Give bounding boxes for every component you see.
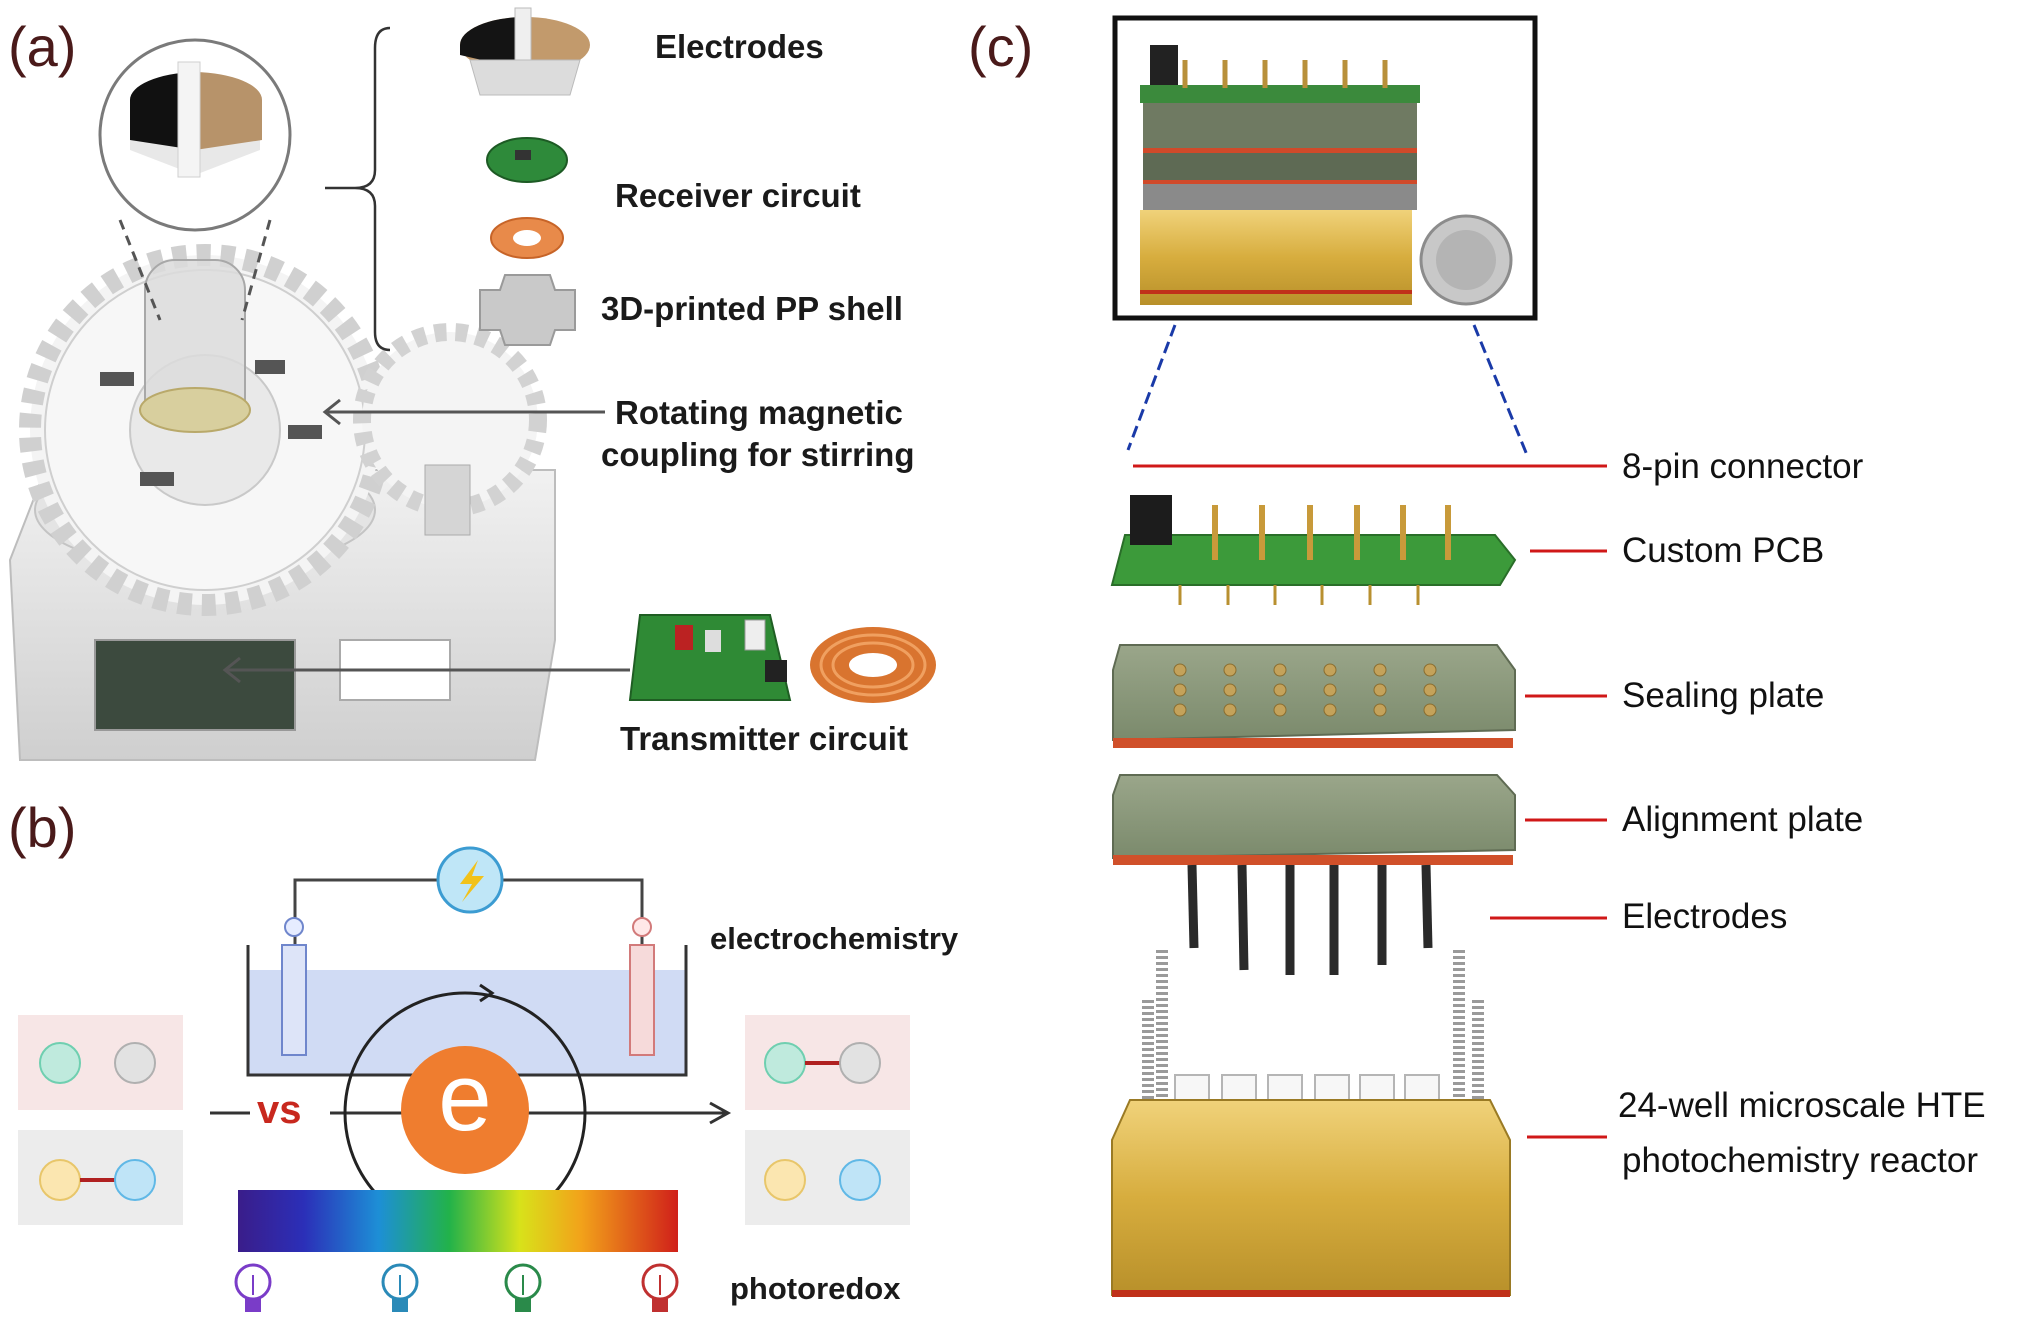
receiver-board [486, 137, 568, 183]
label-reactor-line1: 24-well microscale HTE [1618, 1086, 1986, 1125]
receiver-coil [490, 217, 564, 259]
label-coupling-line2: coupling for stirring [601, 436, 915, 473]
bulb-red-icon [641, 1263, 679, 1312]
electrode-rods [1187, 864, 1433, 975]
light-spectrum-bar [238, 1190, 678, 1252]
electrode-disc [460, 7, 590, 96]
leader-lines [1490, 549, 1607, 1139]
label-photoredox: photoredox [730, 1271, 901, 1306]
panel-c-artwork [1110, 15, 1607, 1297]
bulb-green-icon [504, 1263, 542, 1312]
threaded-rods [1142, 950, 1484, 1185]
label-alignment-plate: Alignment plate [1622, 800, 1864, 839]
panel-letter-b: (b) [8, 796, 77, 859]
small-gear [353, 323, 547, 517]
panel-b-artwork [18, 846, 910, 1312]
alignment-plate [1112, 774, 1516, 860]
label-electrochemistry: electrochemistry [710, 921, 959, 956]
label-sealing-plate: Sealing plate [1622, 676, 1825, 715]
label-electrodes-a: Electrodes [655, 28, 824, 65]
label-electrodes-c: Electrodes [1622, 897, 1788, 936]
bracket [354, 26, 391, 352]
electron-circle [401, 1046, 529, 1174]
reactor-block [1111, 1099, 1511, 1296]
panel-letter-a: (a) [8, 15, 77, 78]
label-vs: vs [257, 1088, 302, 1132]
label-reactor-line2: photochemistry reactor [1622, 1141, 1978, 1180]
panel-letter-c: (c) [968, 15, 1034, 78]
pp-shell [479, 274, 576, 346]
label-coupling-line1: Rotating magnetic [615, 394, 903, 431]
sealing-plate [1112, 644, 1516, 742]
transmitter-board [628, 614, 792, 701]
label-pp-shell: 3D-printed PP shell [601, 290, 903, 327]
bulb-violet-icon [234, 1263, 272, 1312]
label-custom-pcb: Custom PCB [1622, 531, 1825, 570]
label-8pin-connector: 8-pin connector [1622, 447, 1864, 486]
bulb-blue-icon [381, 1263, 419, 1312]
transmitter-coil [810, 627, 936, 703]
panel-a-artwork [8, 7, 936, 761]
custom-pcb [1110, 534, 1517, 586]
label-electron: e [438, 1044, 492, 1151]
cathode [629, 944, 655, 1056]
label-transmitter-circuit: Transmitter circuit [620, 720, 908, 757]
label-receiver-circuit: Receiver circuit [615, 177, 861, 214]
anode [281, 944, 307, 1056]
